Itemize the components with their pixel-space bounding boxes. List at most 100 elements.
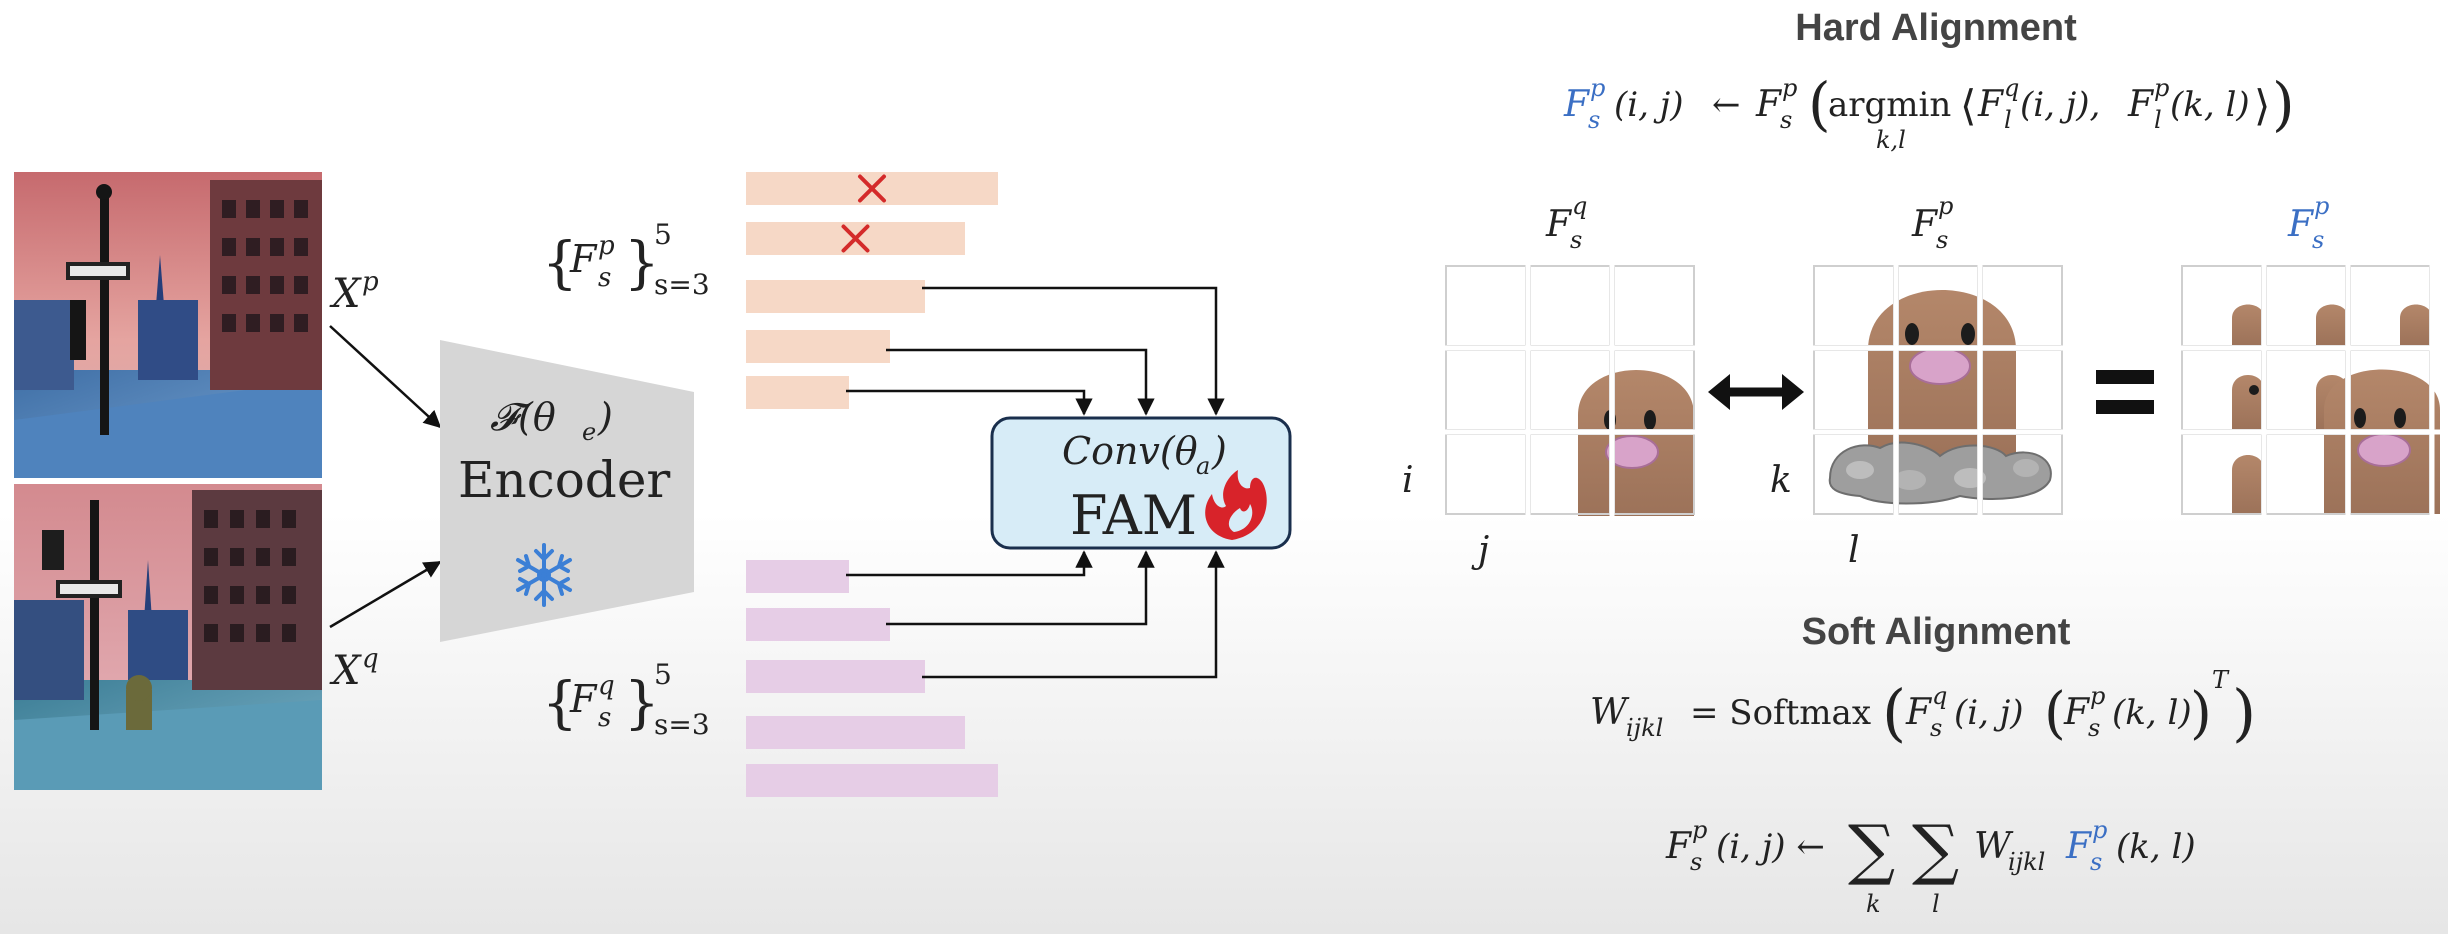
svg-text:l: l (1932, 890, 1940, 918)
svg-text:ijkl: ijkl (1626, 714, 1663, 742)
svg-text:F: F (569, 237, 598, 281)
svg-text:(: ( (2044, 681, 2066, 746)
axis-i: i (1402, 460, 1414, 501)
svg-text:k: k (1866, 890, 1881, 918)
feature-q-bar-4 (746, 716, 965, 749)
axis-j: j (1471, 530, 1489, 571)
svg-text:F: F (2287, 204, 2315, 245)
encoder-trapezoid (440, 340, 694, 642)
output-cell-pieces (2232, 304, 2440, 514)
svg-text:a: a (1196, 452, 1210, 480)
svg-text:p: p (1590, 74, 1605, 102)
svg-text:q: q (1932, 682, 1947, 710)
svg-text:p: p (2154, 74, 2169, 102)
feature-p-bar-5 (746, 376, 849, 409)
svg-text:p: p (2314, 192, 2329, 220)
svg-text:X: X (329, 648, 362, 694)
feature-q-bar-2 (746, 608, 890, 641)
hard-alignment-formula: F p s (i, j) ← F p s ( argmin k,l ⟨ F q … (1563, 70, 2295, 154)
svg-text:k,l: k,l (1876, 126, 1906, 154)
svg-text:p: p (598, 231, 615, 261)
svg-text:{: { (542, 671, 578, 736)
svg-text:(: ( (1882, 676, 1906, 749)
svg-text:F: F (2065, 826, 2093, 867)
feature-set-p-label: { F p s } 5 s=3 (542, 218, 710, 301)
svg-text:5: 5 (654, 658, 672, 691)
svg-text:): ) (597, 395, 613, 439)
svg-text:s: s (598, 703, 611, 733)
arrow-xp-to-encoder (329, 325, 442, 429)
diglett-p-image (1828, 290, 2052, 505)
svg-text:}: } (624, 671, 660, 736)
svg-text:ijkl: ijkl (2008, 848, 2045, 876)
svg-text:5: 5 (654, 218, 672, 251)
svg-text:(i, j): (i, j) (1614, 85, 1684, 125)
axis-l: l (1848, 530, 1860, 571)
encoder-label: Encoder (458, 451, 670, 509)
diglett-q-image (1578, 370, 1694, 516)
svg-text:F: F (1755, 84, 1783, 125)
svg-text:F: F (1665, 826, 1693, 867)
svg-text:{: { (542, 231, 578, 296)
svg-text:F: F (1905, 692, 1933, 733)
feature-q-bar-1 (746, 560, 849, 593)
axis-k: k (1770, 460, 1792, 501)
svg-text:s: s (2088, 714, 2100, 742)
svg-text:s: s (1930, 714, 1942, 742)
equals-sign (2096, 370, 2154, 414)
svg-text:s: s (1570, 226, 1582, 254)
svg-text:Conv(θ: Conv(θ (1062, 429, 1198, 473)
svg-text:q: q (1572, 192, 1587, 220)
soft-weight-formula: W ijkl = Softmax ( F q s (i, j) ( F p s … (1590, 666, 2256, 749)
svg-text:W: W (1974, 826, 2014, 867)
input-image-p (14, 172, 322, 478)
svg-text:s: s (2090, 848, 2102, 876)
input-label-q: X q (329, 644, 379, 694)
fam-module: Conv(θ a ) FAM (990, 416, 1292, 550)
grid-out-label: F p s (2287, 192, 2329, 254)
svg-text:T: T (2212, 666, 2230, 694)
svg-text:s: s (2312, 226, 2324, 254)
svg-text:): ) (1211, 429, 1227, 473)
soft-update-formula: F p s (i, j) ← ∑ k ∑ l W ijkl F p s (k, … (1665, 811, 2196, 918)
input-label-p: X p (329, 267, 379, 317)
svg-text:p: p (2090, 682, 2105, 710)
svg-text:F: F (2063, 692, 2091, 733)
grid-p (1812, 264, 2064, 516)
svg-text:W: W (1590, 692, 1630, 733)
svg-text:p: p (1692, 816, 1707, 844)
svg-text:(i, j),: (i, j), (2020, 85, 2100, 125)
svg-text:p: p (1938, 192, 1953, 220)
svg-text:q: q (2004, 74, 2019, 102)
grid-output (2180, 264, 2448, 516)
svg-text:l: l (2154, 106, 2162, 134)
snowflake-icon (516, 543, 572, 607)
svg-text:p: p (1782, 74, 1797, 102)
feature-q-bar-5 (746, 764, 998, 797)
svg-text:q: q (362, 644, 379, 674)
fam-conv-text: Conv(θ a ) (1062, 429, 1227, 480)
svg-text:s: s (1780, 106, 1792, 134)
connectors-p-to-fam (846, 286, 1225, 416)
svg-text:(i, j): (i, j) (1954, 693, 2024, 733)
svg-text:⟨: ⟨ (1960, 81, 1976, 130)
input-image-q (14, 484, 322, 790)
svg-text:l: l (2004, 106, 2012, 134)
feature-p-bar-4 (746, 330, 890, 363)
svg-text:s: s (1588, 106, 1600, 134)
svg-text:←: ← (1712, 85, 1741, 125)
svg-text:F: F (1911, 204, 1939, 245)
encoder-block: 𝓕(θ e ) Encoder (440, 340, 694, 642)
feature-p-bar-3 (746, 280, 925, 313)
encoder-func-text: 𝓕(θ e ) (490, 395, 613, 446)
svg-text:F: F (1545, 204, 1573, 245)
svg-text:∑: ∑ (1912, 811, 1959, 888)
discard-cross-icon (841, 224, 870, 253)
svg-text:F: F (2127, 84, 2155, 125)
svg-text:∑: ∑ (1848, 811, 1895, 888)
svg-text:): ) (2190, 681, 2212, 746)
grid-q-label: F q s (1545, 192, 1587, 254)
svg-text:(: ( (1808, 70, 1831, 138)
svg-text:s: s (1936, 226, 1948, 254)
